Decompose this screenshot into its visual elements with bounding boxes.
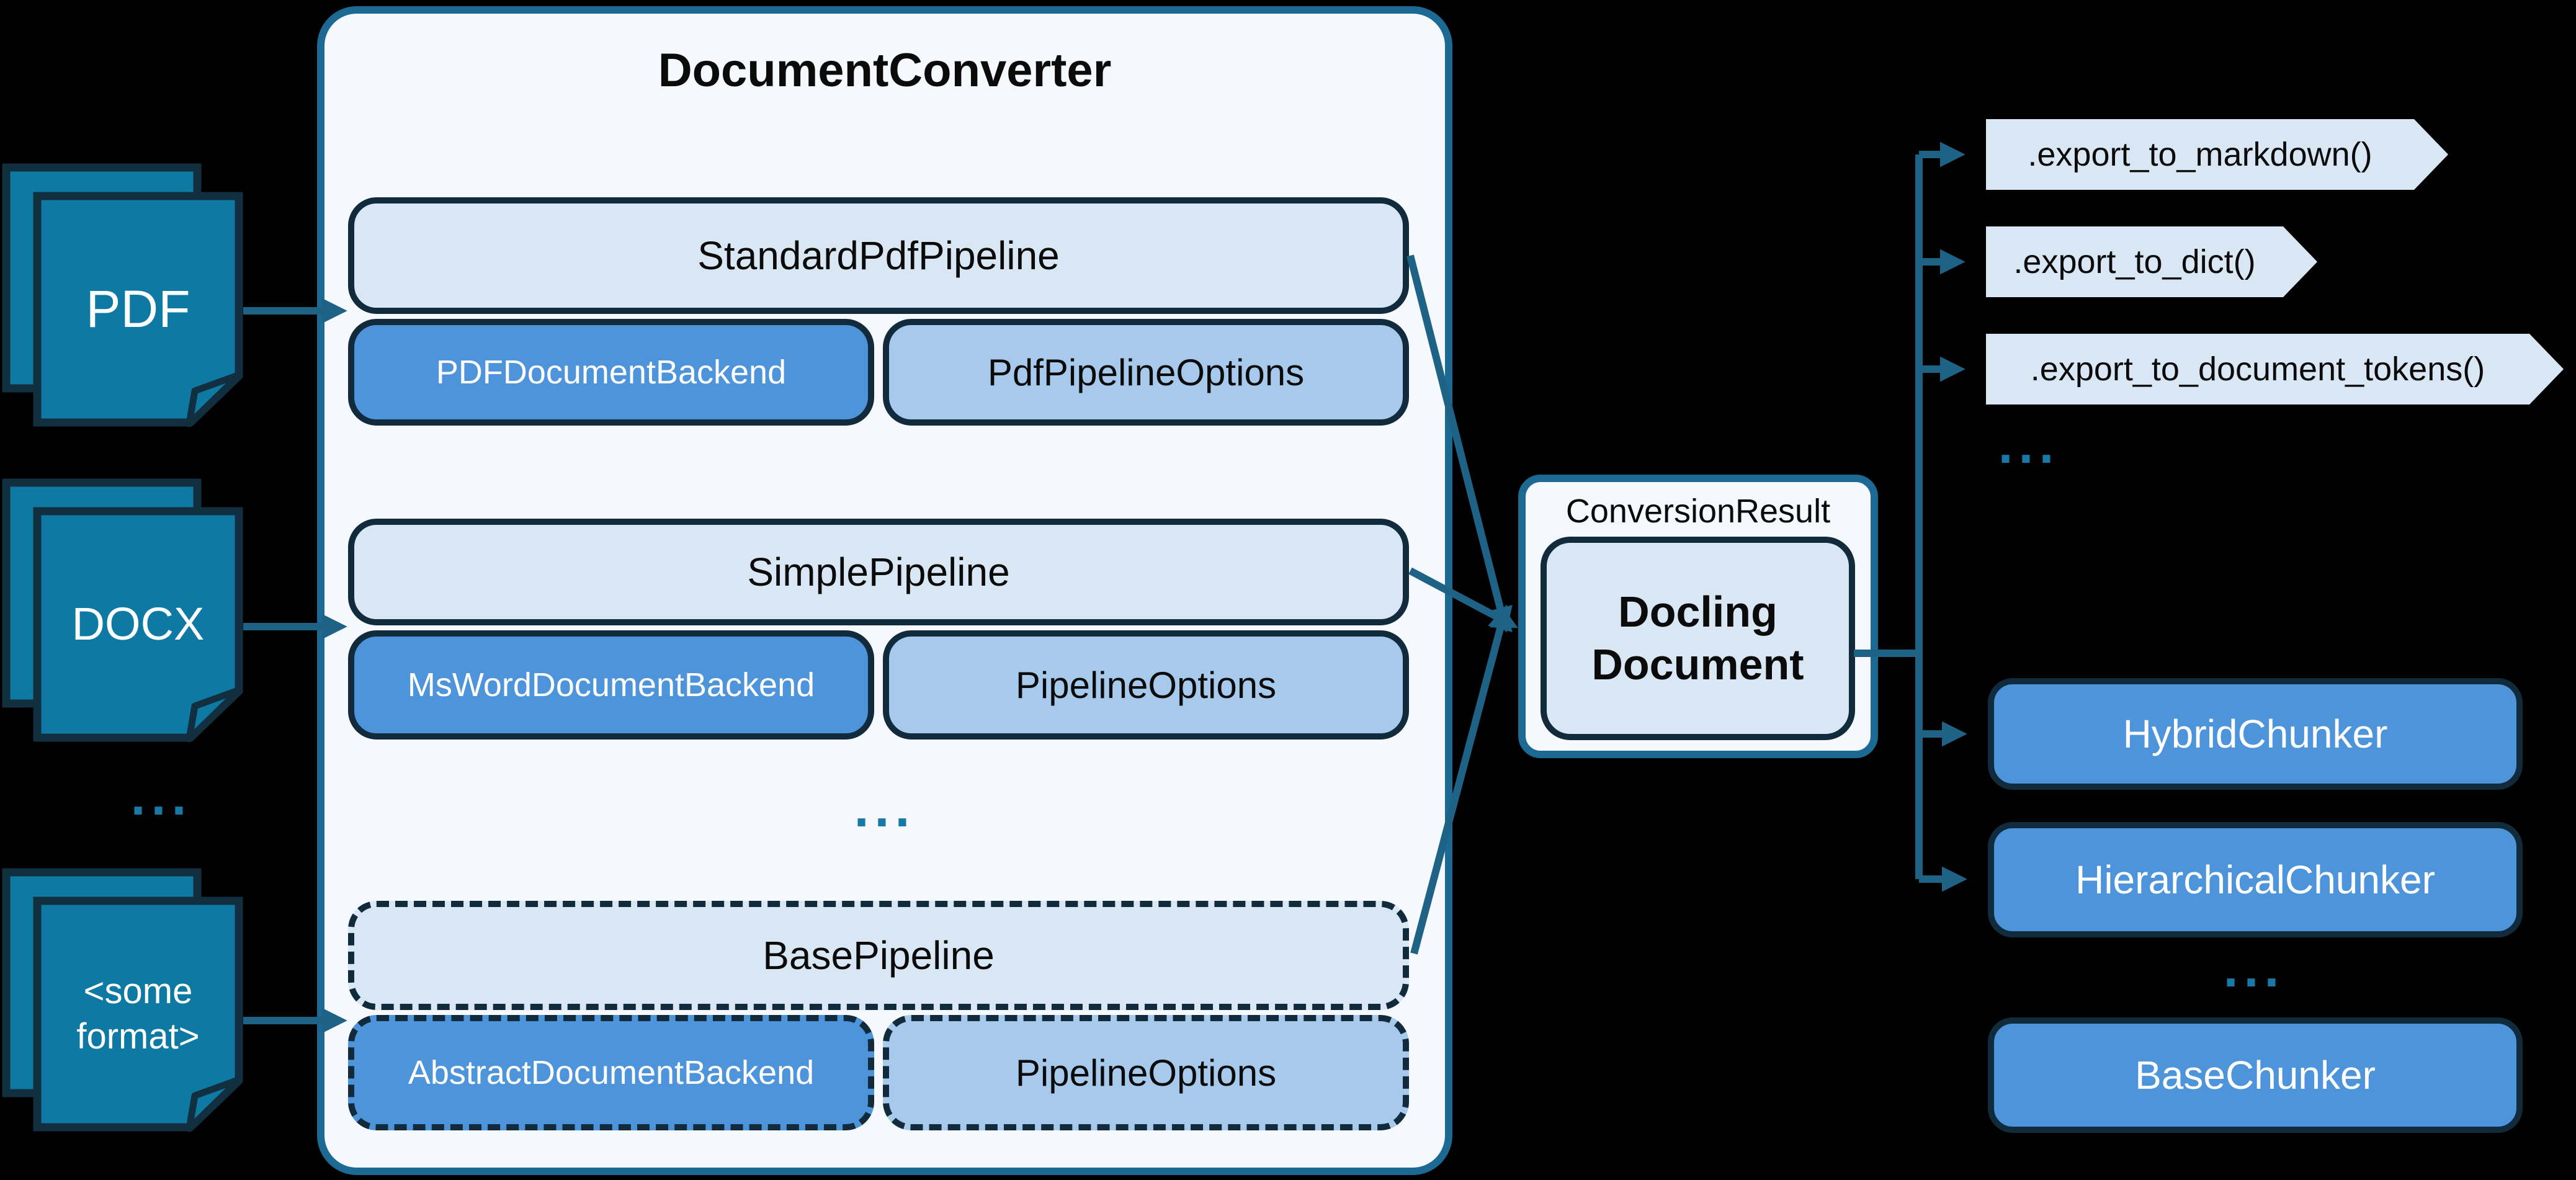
export-to-markdown-tag: .export_to_markdown(): [1986, 119, 2448, 190]
pipelines-ellipsis: ...: [854, 779, 916, 838]
hybrid-chunker-box: HybridChunker: [1988, 678, 2523, 790]
some-format-input-label: <some format>: [37, 901, 239, 1127]
docx-documents-icon: [2, 478, 243, 743]
base-pipeline-box: BasePipeline: [348, 901, 1409, 1010]
pdf-document-backend-box: PDFDocumentBackend: [348, 319, 874, 426]
standard-pdf-pipeline-box: StandardPdfPipeline: [348, 197, 1409, 314]
export-to-dict-tag: .export_to_dict(): [1986, 226, 2317, 297]
pdf-documents-icon: [2, 163, 243, 427]
docling-document-box: Docling Document: [1541, 537, 1855, 740]
docling-document-line1: Docling: [1618, 587, 1778, 636]
base-chunker-box: BaseChunker: [1988, 1017, 2523, 1133]
abstract-document-backend-box: AbstractDocumentBackend: [348, 1015, 874, 1130]
some-format-documents-icon: [2, 868, 243, 1132]
hierarchical-chunker-box: HierarchicalChunker: [1988, 822, 2523, 937]
conversion-result-box: ConversionResult Docling Document: [1518, 475, 1878, 758]
conversion-result-label: ConversionResult: [1565, 493, 1831, 530]
abstract-pipeline-options-box: PipelineOptions: [883, 1015, 1409, 1130]
document-converter-title: DocumentConverter: [658, 44, 1112, 97]
exports-ellipsis: ...: [1998, 415, 2060, 475]
docling-document-line2: Document: [1591, 640, 1804, 689]
docx-input-label: DOCX: [71, 598, 205, 650]
msword-document-backend-box: MsWordDocumentBackend: [348, 630, 874, 740]
some-format-line2: format>: [76, 1016, 200, 1057]
chunkers-ellipsis: ...: [2223, 939, 2285, 998]
some-format-line1: <some: [83, 971, 193, 1011]
inputs-ellipsis: ...: [130, 767, 192, 826]
pdf-pipeline-options-box: PdfPipelineOptions: [883, 319, 1409, 426]
pdf-input-label: PDF: [86, 280, 190, 338]
pipeline-options-box: PipelineOptions: [883, 630, 1409, 740]
simple-pipeline-box: SimplePipeline: [348, 519, 1409, 625]
export-to-document-tokens-tag: .export_to_document_tokens(): [1986, 334, 2564, 405]
document-converter-panel: DocumentConverter StandardPdfPipeline PD…: [317, 6, 1452, 1175]
